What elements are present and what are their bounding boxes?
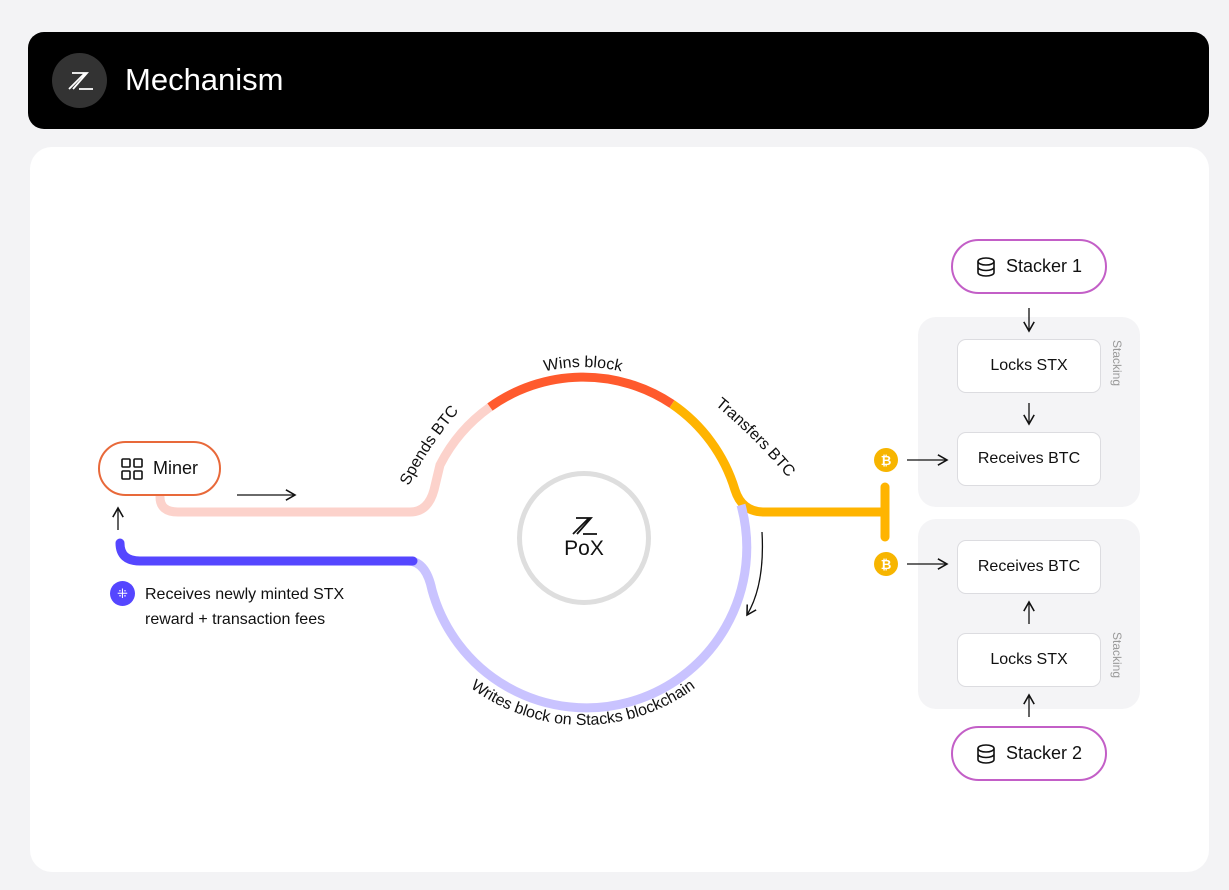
curved-arrow-icon [746, 531, 764, 617]
stacker-2-label: Stacker 2 [1005, 743, 1083, 763]
stx-icon: ⁜ [110, 581, 135, 606]
bitcoin-icon: ₿ [874, 448, 898, 472]
miner-label: Miner [152, 458, 198, 478]
stacks-logo-icon [572, 517, 597, 535]
spends-path [155, 402, 495, 517]
database-icon [977, 256, 995, 277]
page-title: Mechanism [125, 62, 284, 97]
transfers-path [669, 400, 885, 517]
database-icon [977, 743, 995, 764]
writes-arc [407, 503, 752, 713]
reward-line-2: reward + transaction fees [145, 611, 326, 628]
reward-note: ⁜ Receives newly minted STX reward + tra… [110, 581, 345, 632]
locks-stx-box-1: Locks STX [957, 339, 1101, 393]
bitcoin-icon: ₿ [874, 552, 898, 576]
stacks-logo-icon [52, 53, 107, 108]
stacker-1-label: Stacker 1 [1005, 256, 1083, 276]
stacking-label-2: Stacking [1110, 632, 1124, 679]
wins-arc [487, 372, 675, 411]
wins-label: Wins block [542, 354, 625, 376]
reward-path [115, 538, 418, 566]
pox-center: PoX [517, 471, 651, 605]
miner-node: Miner [98, 441, 221, 496]
stacking-label-1: Stacking [1110, 340, 1124, 387]
locks-stx-box-2: Locks STX [957, 633, 1101, 687]
reward-line-1: Receives newly minted STX [145, 586, 345, 603]
receives-btc-box-1: Receives BTC [957, 432, 1101, 486]
header-bar: Mechanism [28, 32, 1209, 129]
stacker-1-node: Stacker 1 [951, 239, 1107, 294]
svg-text:Wins block: Wins block [542, 354, 625, 376]
pox-label: PoX [564, 537, 604, 560]
receives-btc-box-2: Receives BTC [957, 540, 1101, 594]
stacker-2-node: Stacker 2 [951, 726, 1107, 781]
grid-icon [121, 457, 143, 480]
